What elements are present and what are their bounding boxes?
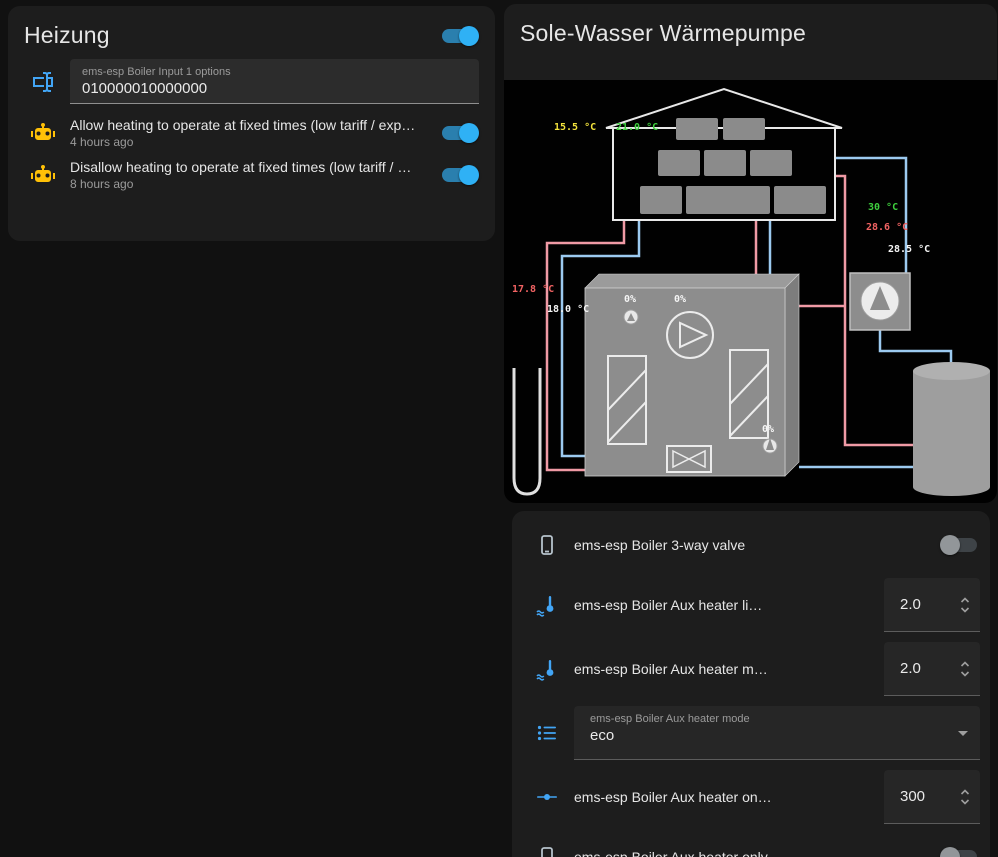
automation-text: Disallow heating to operate at fixed tim… (70, 159, 431, 191)
flow-temp-label[interactable]: 30 °C (868, 202, 898, 213)
aux-heater-mode-select[interactable]: ems-esp Boiler Aux heater mode eco (574, 706, 980, 760)
return-temp-label[interactable]: 28.6 °C (866, 222, 908, 233)
pump1-percent-label[interactable]: 0% (624, 294, 636, 305)
heizung-header: Heizung (8, 6, 495, 57)
toggle-thumb (940, 847, 960, 857)
row-aux-heater-on[interactable]: ems-esp Boiler Aux heater on… 300 (512, 765, 990, 829)
ground-probe (512, 368, 542, 496)
automation-text: Allow heating to operate at fixed times … (70, 117, 431, 149)
automation-last-triggered: 8 hours ago (70, 177, 134, 191)
heizung-master-toggle[interactable] (439, 25, 479, 46)
outside-temp-label[interactable]: 15.5 °C (554, 122, 596, 133)
entity-label: ems-esp Boiler Aux heater li… (574, 597, 763, 613)
aux-heater-li-number[interactable]: 2.0 (884, 578, 980, 632)
automation-row-disallow-heating[interactable]: Disallow heating to operate at fixed tim… (8, 154, 495, 196)
select-label: ems-esp Boiler Aux heater mode (590, 713, 750, 725)
toggle-thumb (459, 165, 479, 185)
tank-temp-label[interactable]: 28.5 °C (888, 244, 930, 255)
row-aux-heater-li[interactable]: ems-esp Boiler Aux heater li… 2.0 (512, 573, 990, 637)
entity-label: ems-esp Boiler Aux heater on… (574, 789, 772, 805)
heating-pump (762, 438, 778, 454)
robot-icon (24, 121, 62, 145)
heizung-card: Heizung ems-esp Boiler Input 1 options 0… (8, 6, 495, 241)
waermepumpe-header: Sole-Wasser Wärmepumpe (504, 4, 997, 55)
entity-label: ems-esp Boiler Aux heater only (574, 849, 768, 857)
aux-heater-m-number[interactable]: 2.0 (884, 642, 980, 696)
radiators (640, 118, 826, 214)
entity-label: ems-esp Boiler Aux heater m… (574, 661, 768, 677)
toggle-thumb (459, 25, 479, 46)
row-aux-heater-mode[interactable]: ems-esp Boiler Aux heater mode eco (512, 701, 990, 765)
circulation-pump-box (849, 272, 911, 331)
select-value: eco (590, 727, 615, 744)
row-3way-valve[interactable]: ems-esp Boiler 3-way valve (512, 517, 990, 573)
heatpump-schematic: 15.5 °C 21.0 °C 30 °C 28.6 °C 28.5 °C 17… (512, 87, 990, 496)
number-value: 2.0 (900, 660, 921, 677)
heat-exchanger-right (729, 349, 769, 439)
robot-icon (24, 163, 62, 187)
3way-valve-toggle[interactable] (940, 535, 980, 555)
automation-allow-toggle[interactable] (439, 123, 479, 143)
pump2-percent-label[interactable]: 0% (674, 294, 686, 305)
brine-pump (623, 309, 639, 325)
heater-device-icon (528, 845, 566, 857)
number-value: 2.0 (900, 596, 921, 613)
entity-label: ems-esp Boiler 3-way valve (574, 537, 746, 553)
waermepumpe-card: Sole-Wasser Wärmepumpe (504, 4, 997, 503)
list-bulleted-icon (528, 721, 566, 745)
stepper-arrows-icon[interactable] (960, 596, 970, 614)
boiler-controls-card: ems-esp Boiler 3-way valve ems-esp Boile… (512, 511, 990, 857)
expansion-valve (666, 445, 712, 473)
aux-heater-on-number[interactable]: 300 (884, 770, 980, 824)
automation-row-allow-heating[interactable]: Allow heating to operate at fixed times … (8, 112, 495, 154)
brine-out-temp-label[interactable]: 18.0 °C (547, 304, 589, 315)
ray-vertex-icon (528, 785, 566, 809)
boiler-input1-row: ems-esp Boiler Input 1 options 010000010… (8, 57, 495, 112)
house (605, 87, 843, 221)
compressor (666, 311, 714, 359)
form-textbox-icon (24, 70, 62, 94)
thermometer-water-icon (528, 593, 566, 617)
warm-pipes (545, 174, 915, 472)
brine-in-temp-label[interactable]: 17.8 °C (512, 284, 554, 295)
inside-temp-label[interactable]: 21.0 °C (616, 122, 658, 133)
textfield-value: 010000010000000 (82, 80, 208, 97)
toggle-thumb (940, 535, 960, 555)
automation-disallow-toggle[interactable] (439, 165, 479, 185)
stepper-arrows-icon[interactable] (960, 660, 970, 678)
valve-device-icon (528, 533, 566, 557)
cold-pipes (560, 156, 953, 469)
number-value: 300 (900, 788, 926, 805)
heizung-title: Heizung (24, 22, 110, 48)
boiler-input1-options-field[interactable]: ems-esp Boiler Input 1 options 010000010… (70, 59, 479, 104)
automation-last-triggered: 4 hours ago (70, 135, 134, 149)
pump3-percent-label[interactable]: 0% (762, 424, 774, 435)
thermometer-water-icon (528, 657, 566, 681)
aux-heater-only-toggle[interactable] (940, 847, 980, 857)
stepper-arrows-icon[interactable] (960, 788, 970, 806)
row-aux-heater-m[interactable]: ems-esp Boiler Aux heater m… 2.0 (512, 637, 990, 701)
automation-name: Disallow heating to operate at fixed tim… (70, 159, 412, 175)
toggle-thumb (459, 123, 479, 143)
automation-name: Allow heating to operate at fixed times … (70, 117, 416, 133)
textfield-label: ems-esp Boiler Input 1 options (82, 66, 231, 78)
buffer-tank (913, 362, 990, 496)
dropdown-caret-icon (958, 730, 968, 741)
heatpump-unit (584, 273, 800, 477)
heat-exchanger-left (607, 355, 647, 445)
heatpump-diagram: 15.5 °C 21.0 °C 30 °C 28.6 °C 28.5 °C 17… (504, 80, 997, 503)
row-aux-heater-only[interactable]: ems-esp Boiler Aux heater only (512, 829, 990, 857)
toggle-track (943, 850, 977, 857)
waermepumpe-title: Sole-Wasser Wärmepumpe (520, 20, 807, 46)
